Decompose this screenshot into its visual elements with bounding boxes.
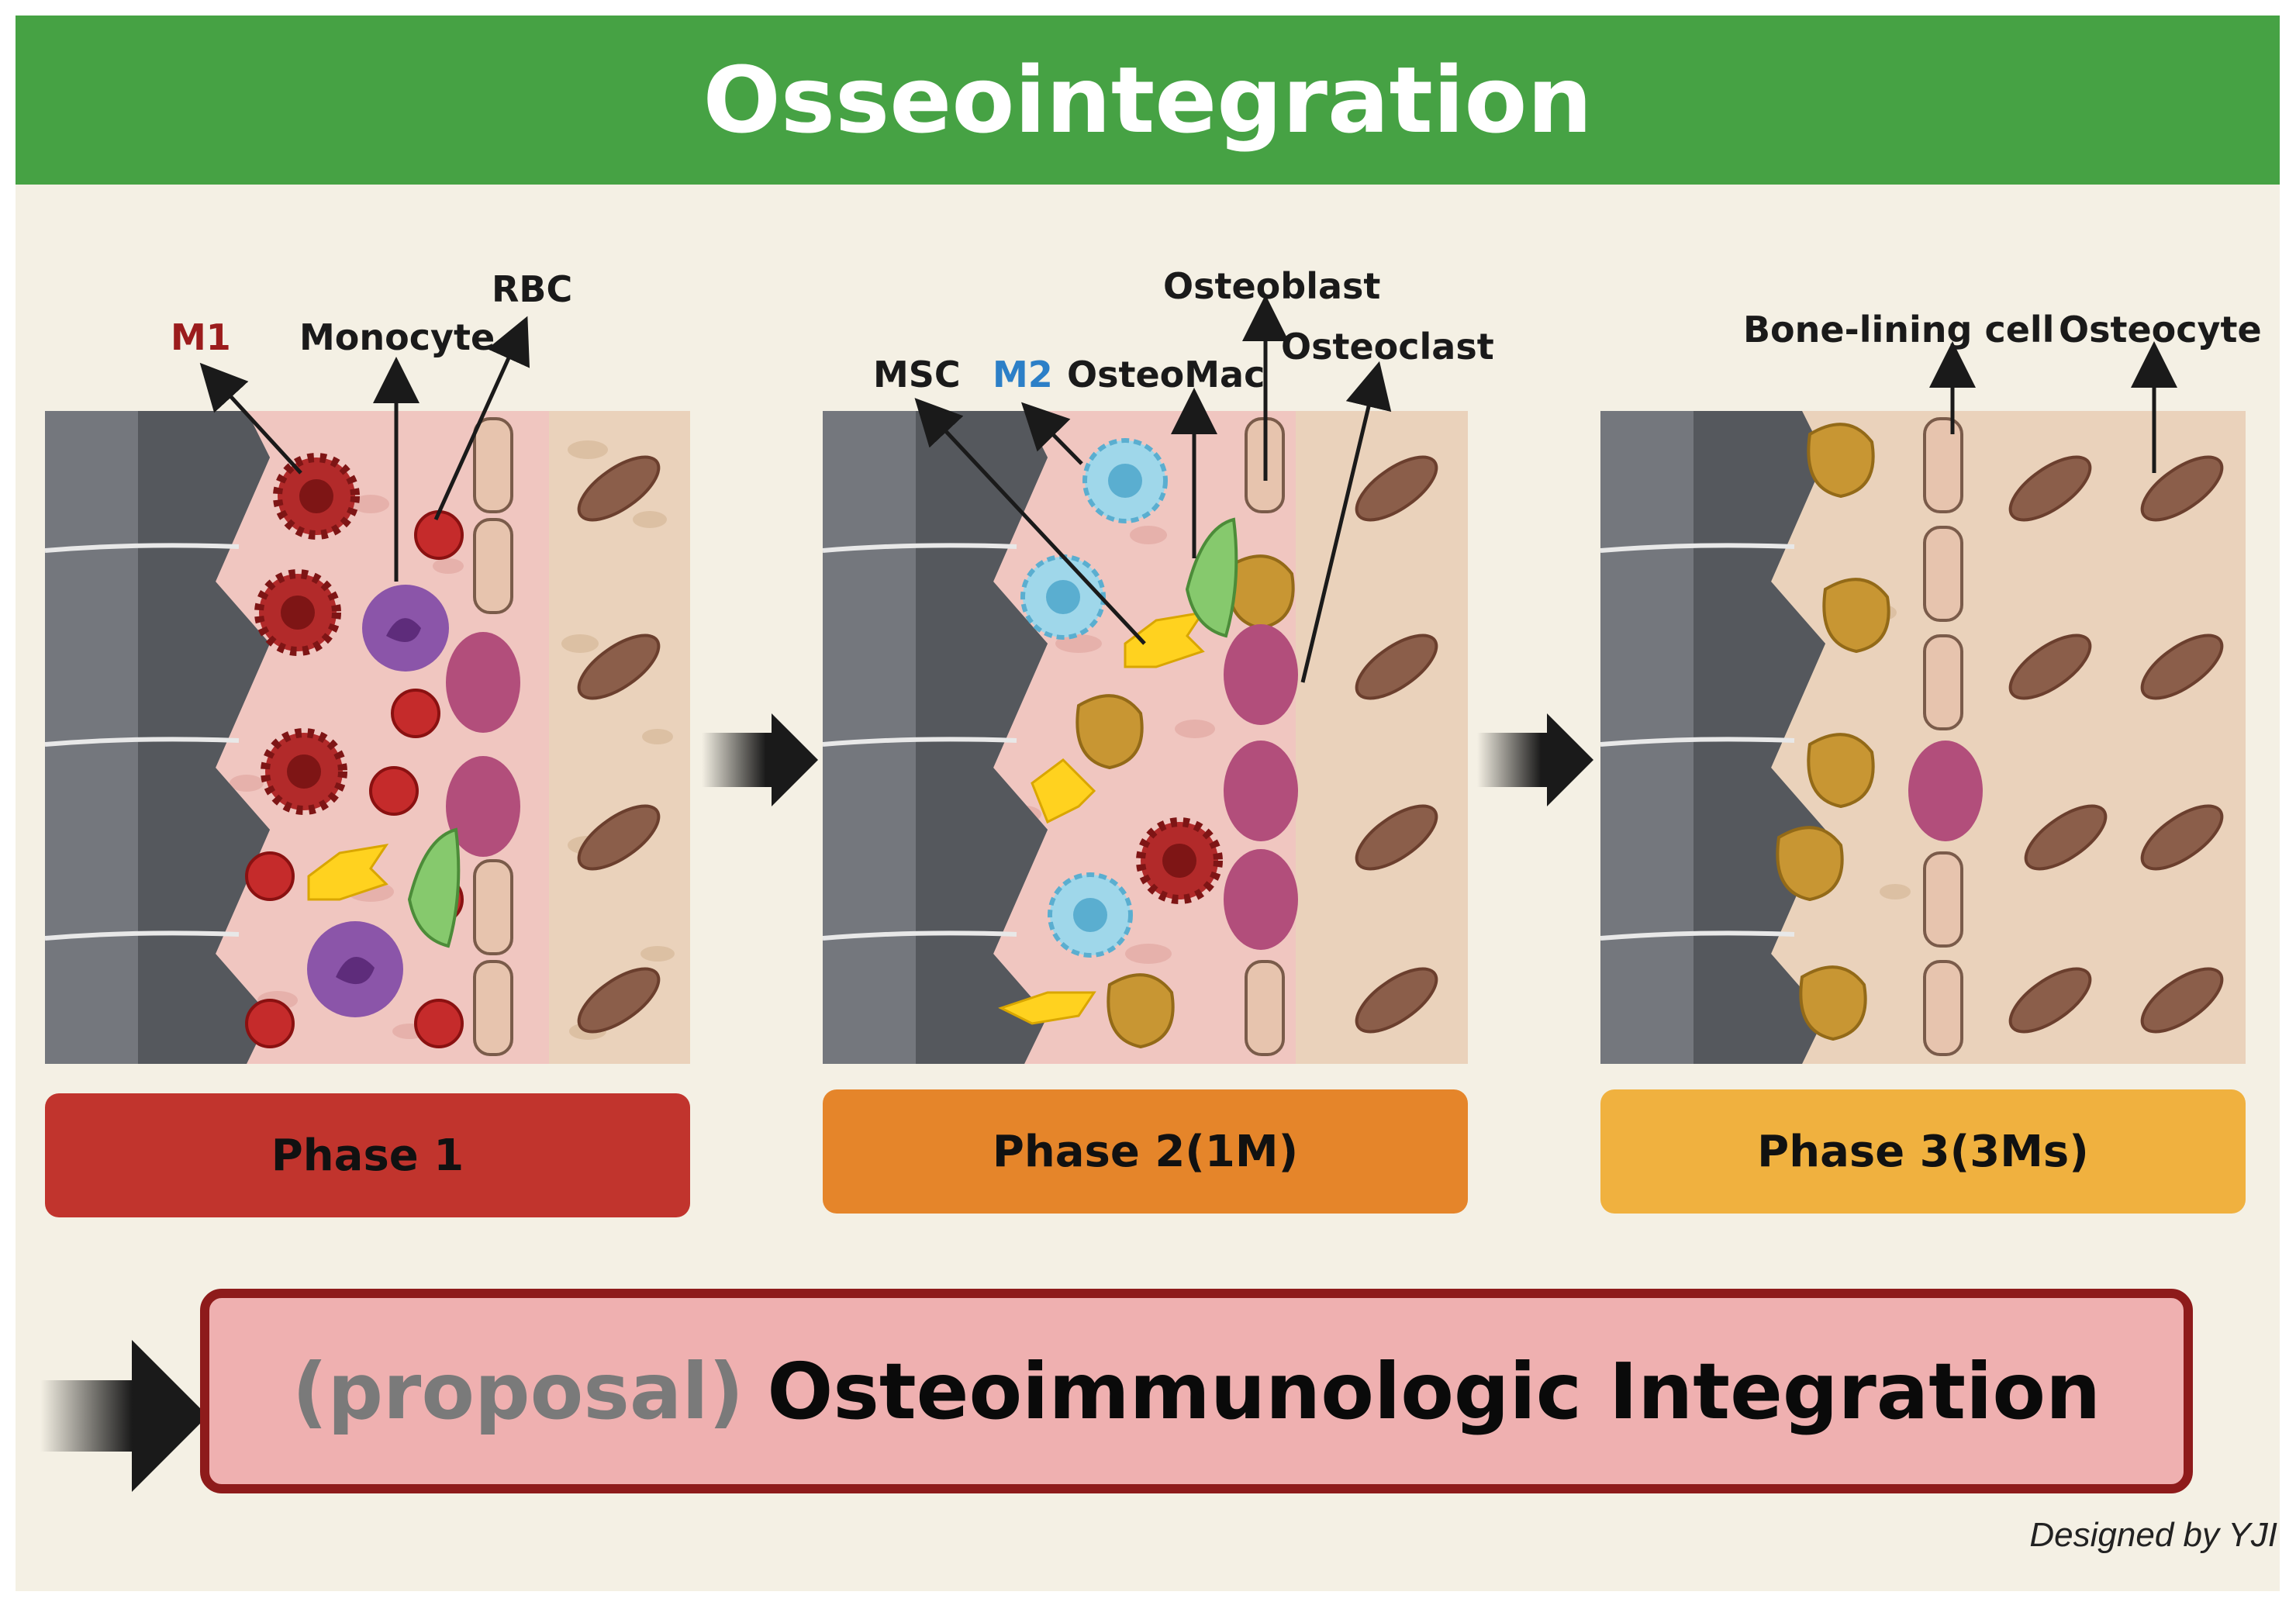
designer-credit: Designed by YJI — [2029, 1516, 2277, 1554]
label-osteomac: OsteoMac — [1067, 354, 1265, 395]
header-bar: Osseointegration — [16, 16, 2280, 185]
phase-1-box: Phase 1 — [45, 1093, 690, 1217]
monocytes — [307, 585, 449, 1017]
label-osteoclast: Osteoclast — [1281, 326, 1494, 368]
phase-2-illustration — [823, 411, 1468, 1064]
label-rbc: RBC — [492, 268, 573, 310]
proposal-prefix: (proposal) — [292, 1345, 744, 1437]
implant-threads — [45, 543, 240, 941]
label-m1: M1 — [171, 316, 231, 358]
phase-2-panel — [823, 411, 1468, 1064]
page-title: Osseointegration — [703, 47, 1593, 154]
osteoblasts — [1075, 554, 1295, 1049]
phase-3-panel — [1600, 411, 2246, 1064]
proposal-title: Osteoimmunologic Integration — [767, 1345, 2101, 1437]
label-m2: M2 — [993, 354, 1053, 395]
phase-2-box: Phase 2(1M) — [823, 1089, 1468, 1214]
phase-3-illustration — [1600, 411, 2246, 1064]
phase-1-panel — [45, 411, 690, 1064]
msc-cell — [307, 843, 389, 901]
label-osteocyte: Osteocyte — [2059, 309, 2262, 350]
osteocytes — [577, 455, 661, 1034]
osteoclasts — [446, 632, 520, 857]
red-blood-cells — [245, 510, 464, 1048]
label-msc: MSC — [873, 354, 961, 395]
osteomac-cell — [407, 827, 461, 948]
m1-macrophages — [254, 453, 360, 815]
label-bone-lining-cell: Bone-lining cell — [1743, 309, 2055, 350]
proposal-box: (proposal) Osteoimmunologic Integration — [200, 1289, 2193, 1493]
phase-3-box: Phase 3(3Ms) — [1600, 1089, 2246, 1214]
phase-1-illustration — [45, 411, 690, 1064]
label-monocyte: Monocyte — [299, 316, 495, 358]
label-osteoblast: Osteoblast — [1163, 265, 1381, 307]
